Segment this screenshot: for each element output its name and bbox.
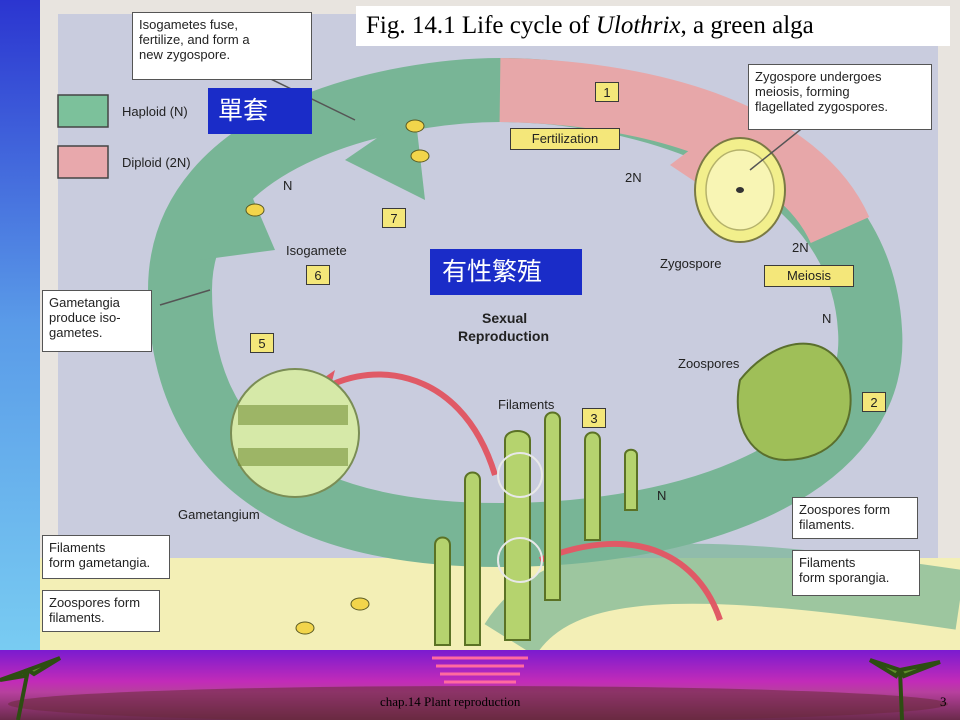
label-gametangium: Gametangium	[178, 507, 260, 522]
step-2: 2	[862, 392, 886, 412]
step-5: 5	[250, 333, 274, 353]
label-n-top: N	[283, 178, 293, 193]
slide-title: Fig. 14.1 Life cycle of Ulothrix, a gree…	[356, 6, 950, 46]
callout-gametangia-produce: Gametangia produce iso- gametes.	[42, 290, 152, 352]
stage-meiosis: Meiosis	[764, 265, 854, 287]
callout-zoospores-filaments-left: Zoospores form filaments.	[42, 590, 160, 632]
footer-band	[0, 650, 960, 720]
callout-filaments-sporangia: Filaments form sporangia.	[792, 550, 920, 596]
label-filaments: Filaments	[498, 397, 555, 412]
footer-page-number: 3	[940, 694, 947, 709]
palm-tree-icon	[0, 656, 941, 720]
left-gradient-strip	[0, 0, 40, 720]
sexual-reproduction-chinese-label: 有性繁殖	[430, 249, 582, 295]
footer-decor	[8, 656, 948, 720]
step-6: 6	[306, 265, 330, 285]
step-1: 1	[595, 82, 619, 102]
label-zoospores: Zoospores	[678, 356, 740, 371]
callout-filaments-gametangia: Filaments form gametangia.	[42, 535, 170, 579]
label-n-right: N	[822, 311, 832, 326]
step-3: 3	[582, 408, 606, 428]
footer-chapter: chap.14 Plant reproduction	[380, 694, 521, 709]
callout-zoospores-filaments-right: Zoospores form filaments.	[792, 497, 918, 539]
stage-fertilization: Fertilization	[510, 128, 620, 150]
center-reproduction: Reproduction	[458, 328, 549, 344]
haploid-chinese-label: 單套	[208, 88, 312, 134]
label-zygospore: Zygospore	[660, 256, 722, 271]
center-sexual: Sexual	[482, 310, 528, 326]
label-n-bottom: N	[657, 488, 667, 503]
step-7: 7	[382, 208, 406, 228]
legend-diploid: Diploid (2N)	[122, 155, 191, 170]
label-isogamete: Isogamete	[286, 243, 347, 258]
life-cycle-figure: Isogametes fuse, fertilize, and form a n…	[40, 0, 960, 650]
label-2n-right: 2N	[792, 240, 809, 255]
label-2n-top: 2N	[625, 170, 642, 185]
callout-zygospore-meiosis: Zygospore undergoes meiosis, forming fla…	[748, 64, 932, 130]
legend-haploid: Haploid (N)	[122, 104, 188, 119]
callout-isogametes-fuse: Isogametes fuse, fertilize, and form a n…	[132, 12, 312, 80]
